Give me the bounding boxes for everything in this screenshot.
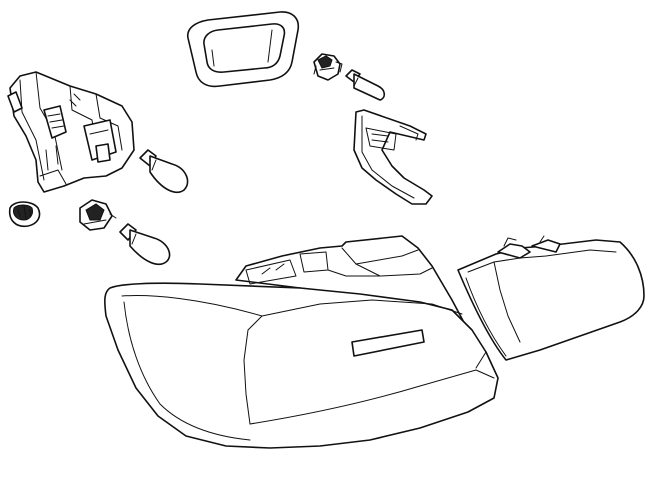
rubber-grommet [8, 201, 41, 228]
inner-tail-light [457, 235, 645, 361]
bulb-small [345, 69, 386, 101]
bulb-socket-small [313, 53, 343, 81]
bulb-socket-lower [79, 199, 117, 231]
mounting-bracket [353, 109, 433, 205]
bulb-holder-carrier [7, 71, 135, 193]
cover-gasket-frame [186, 11, 300, 88]
bulb-large-upper [139, 149, 189, 194]
bulb-large-lower [119, 223, 171, 266]
outer-tail-light [104, 235, 499, 449]
